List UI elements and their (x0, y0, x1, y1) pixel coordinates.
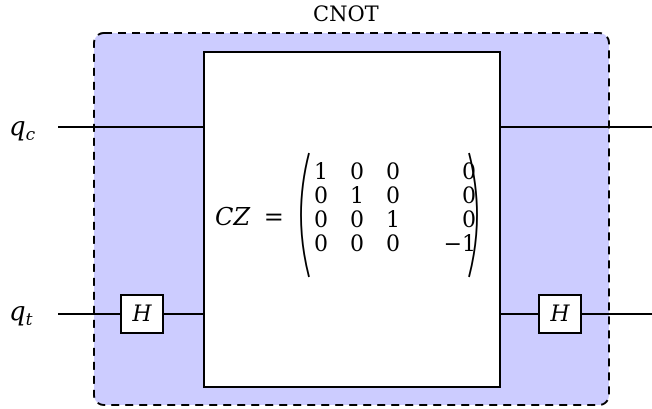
matrix-right-paren (468, 152, 478, 278)
matrix-cell: 1 (386, 208, 400, 233)
matrix-cell: 0 (386, 160, 400, 185)
control-qubit-label: qc (9, 114, 35, 144)
matrix-cell: 0 (462, 160, 476, 185)
matrix-cell: 0 (350, 232, 364, 257)
control-qubit-subscript: c (25, 125, 36, 145)
cz-matrix: 1 0 0 0 0 1 0 0 0 0 1 0 0 0 0 −1 (314, 161, 476, 257)
diagram-title: CNOT (313, 2, 379, 26)
matrix-cell: 0 (314, 184, 328, 209)
matrix-cell: 0 (314, 208, 328, 233)
hadamard-gate-left: H (120, 294, 164, 334)
target-qubit-symbol: q (9, 297, 26, 327)
matrix-cell: −1 (443, 232, 476, 257)
matrix-left-paren (300, 152, 310, 278)
matrix-cell: 0 (462, 184, 476, 209)
matrix-cell: 1 (314, 160, 328, 185)
hadamard-gate-right: H (538, 294, 582, 334)
matrix-cell: 1 (350, 184, 364, 209)
target-qubit-label: qt (9, 299, 33, 329)
matrix-cell: 0 (350, 160, 364, 185)
cz-equation-lhs: CZ = (215, 205, 284, 229)
matrix-cell: 0 (386, 184, 400, 209)
matrix-cell: 0 (462, 208, 476, 233)
cz-box (203, 51, 501, 388)
equals-sign: = (263, 203, 284, 231)
matrix-cell: 0 (350, 208, 364, 233)
target-qubit-subscript: t (25, 310, 33, 330)
matrix-cell: 0 (386, 232, 400, 257)
control-qubit-symbol: q (9, 112, 26, 142)
cz-symbol: CZ (215, 203, 251, 231)
matrix-cell: 0 (314, 232, 328, 257)
